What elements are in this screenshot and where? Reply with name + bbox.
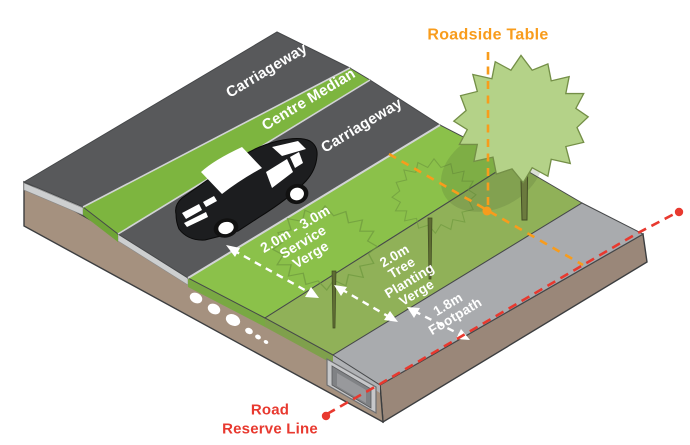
road-reserve-dot-right [674,207,684,217]
earth-block-sides [23,180,648,424]
roadside-table-lines [388,52,584,267]
road-reserve-dot-left [321,411,331,421]
utility-pipes [189,292,269,344]
dimension-arrows [226,245,470,340]
roadside-table-dot [482,206,492,216]
tree [453,54,589,221]
car-illustration [175,138,318,241]
road-reserve-line [321,207,684,421]
